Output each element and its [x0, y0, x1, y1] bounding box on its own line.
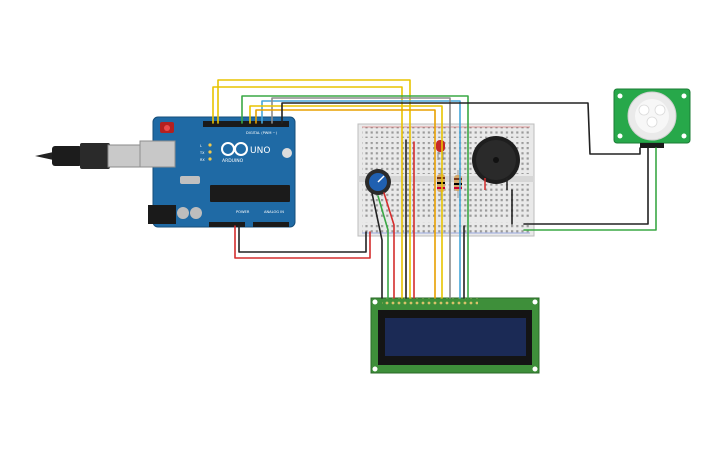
wire-black-gnd [238, 225, 367, 253]
wire-black-pir [281, 102, 641, 155]
wire-black-pot [371, 192, 383, 299]
pir-sensor[interactable] [613, 88, 691, 148]
rx-label: RX [200, 158, 205, 162]
power-jack [148, 205, 176, 224]
resistor-1 [437, 168, 445, 200]
arduino-brand-label: ARDUINO [222, 158, 244, 164]
wire-orange [255, 109, 436, 299]
usb-cable [35, 143, 141, 169]
digital-pins-label: DIGITAL (PWM ~) [246, 131, 278, 135]
lcd-16x2[interactable] [370, 297, 540, 374]
wire-green-top [241, 95, 469, 299]
analog-header [253, 222, 289, 227]
arduino-uno-board[interactable]: ARDUINO UNO DIGITAL (PWM ~) POWER ANALOG… [139, 116, 296, 228]
wire-yellow-2 [217, 79, 411, 299]
wire-blue [261, 100, 461, 299]
usb-port [139, 140, 176, 168]
arduino-model-label: UNO [250, 146, 270, 156]
tx-label: TX [199, 151, 205, 155]
wire-yellow-3 [249, 105, 443, 299]
atmega-chip [210, 185, 290, 202]
piezo-buzzer[interactable] [472, 136, 520, 190]
digital-header [203, 121, 289, 127]
potentiometer[interactable] [365, 169, 391, 195]
wire-yellow-1 [212, 86, 403, 299]
power-pins-label: POWER [236, 210, 250, 214]
analog-pins-label: ANALOG IN [264, 210, 284, 214]
power-header [209, 222, 245, 227]
arduino-logo [221, 142, 248, 156]
wire-black-pir-gnd [523, 147, 649, 225]
wire-red-power [234, 225, 371, 259]
wires [212, 79, 657, 299]
wire-red-pot [383, 192, 395, 299]
wire-green-pir [523, 147, 657, 231]
led-l-label: L [200, 144, 202, 148]
wire-green-pot [377, 195, 389, 299]
